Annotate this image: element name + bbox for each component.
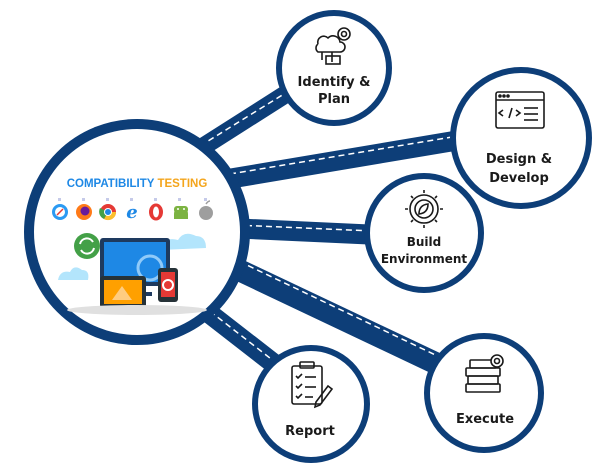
sync-icon bbox=[74, 233, 100, 259]
apple-icon bbox=[199, 200, 213, 220]
opera-icon bbox=[149, 203, 163, 221]
connector-design bbox=[212, 130, 470, 190]
node-design-develop: Design & Develop bbox=[450, 67, 592, 209]
node-execute-label: Execute bbox=[456, 412, 514, 427]
ie-icon: e bbox=[126, 202, 137, 223]
node-design-line1: Design & bbox=[486, 152, 552, 167]
hub-title-part1: COMPATIBILITY bbox=[67, 178, 155, 190]
connectors bbox=[181, 76, 470, 381]
clipboard-pen-icon bbox=[291, 361, 334, 409]
node-design-line2: Develop bbox=[489, 171, 549, 186]
node-build-line1: Build bbox=[407, 235, 442, 249]
icon-markers bbox=[58, 198, 207, 201]
code-window-icon bbox=[495, 91, 545, 129]
firefox-icon bbox=[76, 204, 92, 220]
connector-build bbox=[218, 218, 390, 245]
chrome-icon bbox=[99, 204, 117, 221]
devices-illustration bbox=[58, 233, 207, 315]
node-build-line2: Environment bbox=[381, 252, 468, 266]
cloud-gear-icon bbox=[315, 27, 351, 65]
gear-leaf-icon bbox=[405, 190, 443, 228]
hub-title-part2: TESTING bbox=[157, 178, 207, 190]
node-identify-plan: Identify & Plan bbox=[276, 10, 392, 126]
stack-gear-icon bbox=[465, 354, 504, 393]
node-identify-line2: Plan bbox=[318, 92, 350, 107]
node-build-environment: Build Environment bbox=[364, 173, 484, 293]
connector-execute bbox=[211, 251, 461, 381]
hub-node: COMPATIBILITY TESTING e bbox=[24, 119, 250, 345]
android-icon bbox=[174, 206, 188, 219]
node-identify-line1: Identify & bbox=[298, 75, 371, 90]
svg-text:e: e bbox=[126, 202, 137, 223]
node-execute: Execute bbox=[424, 333, 544, 453]
node-report: Report bbox=[252, 345, 370, 463]
browser-icons-row: e bbox=[52, 200, 213, 223]
safari-icon bbox=[52, 204, 68, 220]
node-report-label: Report bbox=[285, 424, 335, 439]
hub-title: COMPATIBILITY TESTING bbox=[67, 178, 208, 190]
connector-identify bbox=[181, 76, 309, 164]
